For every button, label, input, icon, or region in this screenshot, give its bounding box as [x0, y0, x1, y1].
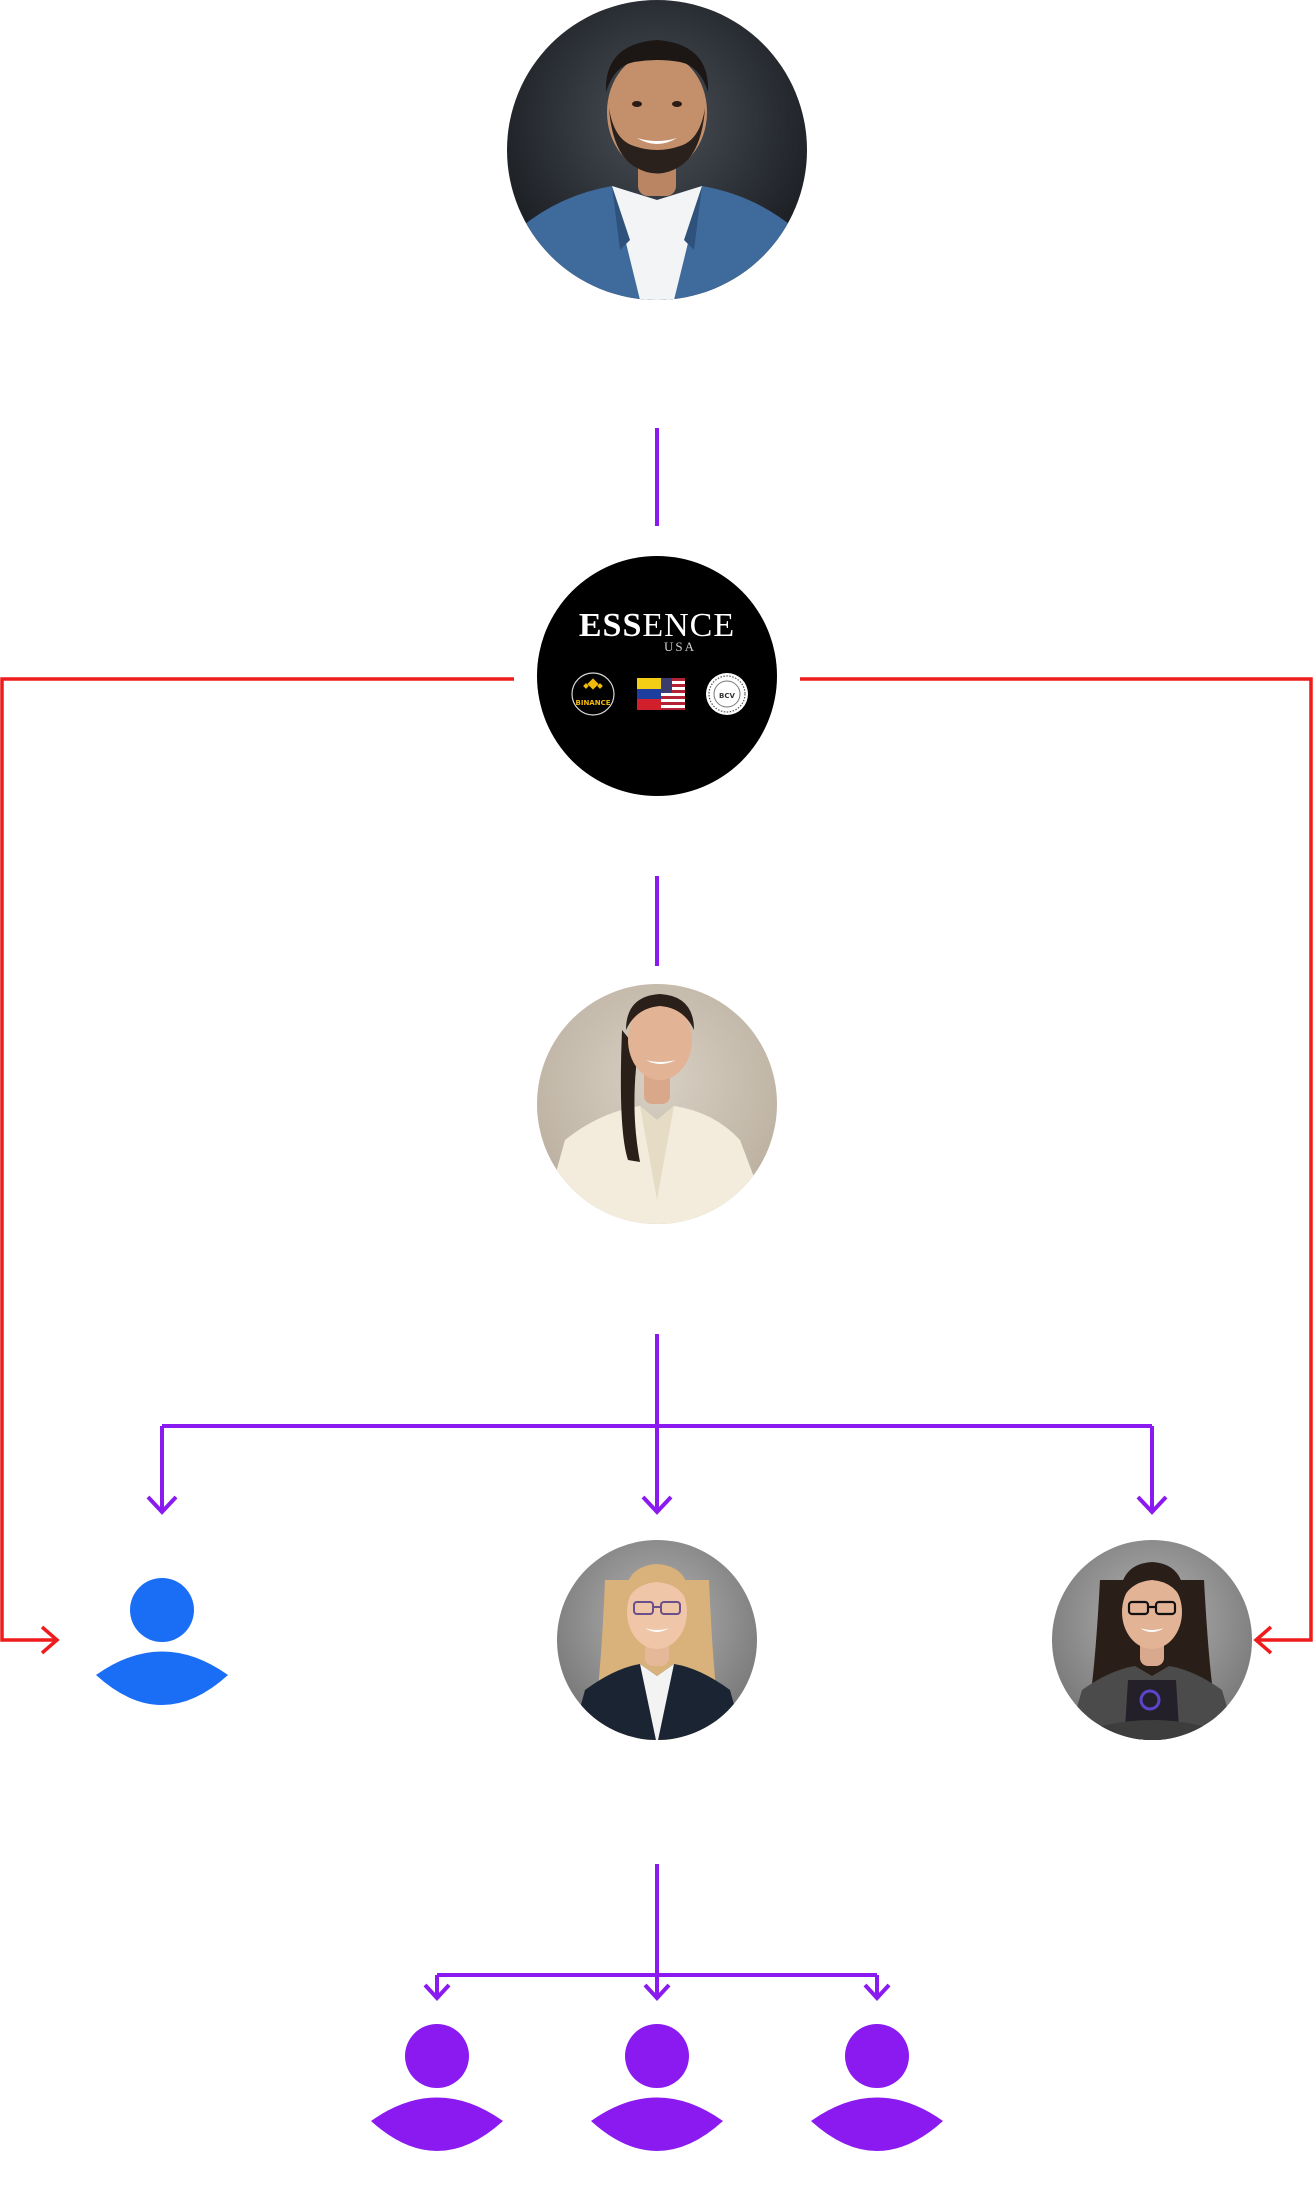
- user-silhouette-blue-icon: [96, 1578, 228, 1705]
- user-silhouette-purple-icon: [591, 2024, 723, 2151]
- grandchild-1: [371, 2024, 503, 2151]
- node-top-person: [507, 0, 807, 300]
- connectors: [0, 428, 1313, 2001]
- user-silhouette-purple-icon: [811, 2024, 943, 2151]
- node-manager: [537, 984, 777, 1224]
- company-name: ESSENCE: [579, 607, 735, 644]
- arrowhead-left-child-purple: [146, 1495, 178, 1515]
- photo-woman-glasses-blonde-icon: [570, 1564, 745, 1740]
- svg-text:BINANCE: BINANCE: [576, 699, 611, 707]
- venezuela-usa-flag-icon: [637, 678, 685, 710]
- arrowhead-grandchild-1: [423, 1983, 451, 2001]
- connector-company-to-right-child: [800, 677, 1313, 1642]
- node-company: ESSENCE USA BINANCE: [537, 556, 777, 796]
- arrowhead-grandchild-2: [643, 1983, 671, 2001]
- arrowhead-left-child-red: [40, 1625, 60, 1655]
- arrowhead-right-child-purple: [1136, 1495, 1168, 1515]
- arrowhead-center-child-purple: [641, 1495, 673, 1515]
- svg-text:BCV: BCV: [719, 692, 735, 700]
- node-left-child: [96, 1578, 228, 1705]
- photo-woman-glasses-dark-hair-icon: [1066, 1562, 1238, 1740]
- photo-woman-cream-blazer-icon: [540, 994, 774, 1224]
- arrowhead-right-child-red: [1253, 1625, 1273, 1655]
- bcv-seal-icon: BCV: [706, 673, 748, 715]
- node-center-child: [557, 1540, 757, 1740]
- grandchild-3: [811, 2024, 943, 2151]
- user-silhouette-purple-icon: [371, 2024, 503, 2151]
- company-sub: USA: [664, 639, 696, 654]
- connector-company-to-left-child: [0, 677, 514, 1642]
- arrowhead-grandchild-3: [863, 1983, 891, 2001]
- grandchild-2: [591, 2024, 723, 2151]
- node-right-child: [1052, 1540, 1252, 1740]
- binance-logo-icon: BINANCE: [571, 672, 615, 716]
